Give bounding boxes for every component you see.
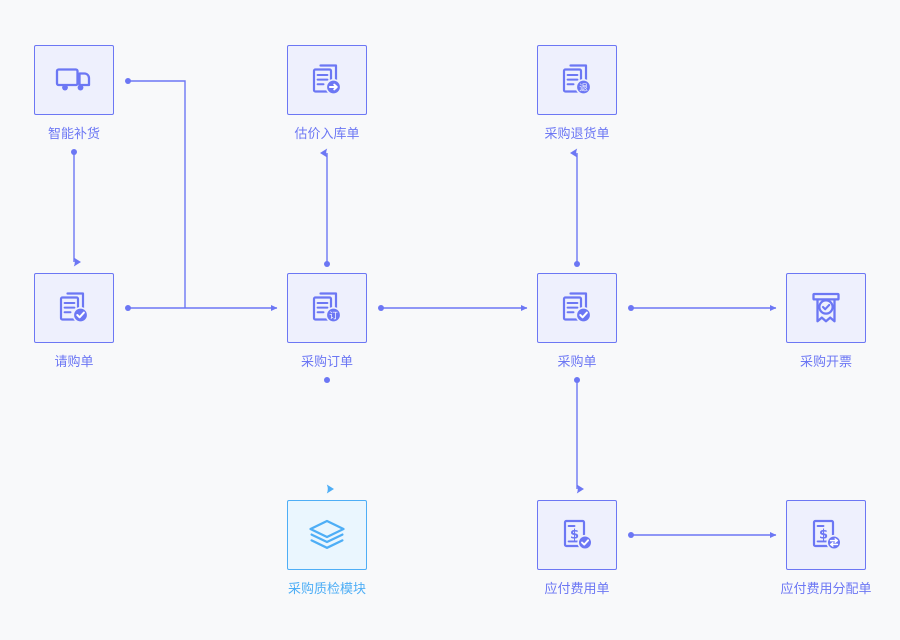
node-label: 请购单 [54, 354, 94, 369]
edge-smart-to-order [125, 78, 186, 308]
layers-icon [307, 518, 347, 552]
node-purchase-invoice[interactable]: 采购开票 [786, 273, 866, 370]
edge-order-to-receipt [378, 304, 528, 312]
node-label: 应付费用分配单 [780, 581, 872, 596]
node-box[interactable] [786, 273, 866, 343]
node-estimated-inbound[interactable]: 估价入库单 [287, 45, 367, 142]
truck-icon [55, 65, 93, 95]
svg-text:订: 订 [329, 310, 338, 321]
node-purchase-qc-module[interactable]: 采购质检模块 [287, 500, 367, 597]
node-box[interactable] [34, 45, 114, 115]
node-purchase-return[interactable]: 退 采购退货单 [537, 45, 617, 142]
edge-receipt-to-invoice [628, 304, 777, 312]
receipt-check-icon [808, 290, 844, 326]
node-box[interactable]: 退 [537, 45, 617, 115]
node-label: 智能补货 [47, 126, 100, 141]
node-label: 估价入库单 [294, 126, 360, 141]
node-label: 应付费用单 [544, 581, 610, 596]
node-label: 采购单 [557, 354, 597, 369]
node-label: 采购质检模块 [287, 581, 366, 596]
invoice-swap-icon: $ [809, 517, 843, 553]
document-check-icon [56, 290, 92, 326]
edge-payable-to-allocation [628, 531, 777, 539]
node-purchase-receipt[interactable]: 采购单 [537, 273, 617, 370]
node-purchase-order[interactable]: 订 采购订单 [287, 273, 367, 370]
document-check-icon [559, 290, 595, 326]
node-box[interactable] [287, 500, 367, 570]
node-box[interactable] [537, 273, 617, 343]
svg-text:退: 退 [579, 82, 588, 93]
edge-receipt-to-return [570, 148, 580, 267]
node-box[interactable] [34, 273, 114, 343]
node-label: 采购开票 [799, 354, 852, 369]
node-payable-allocation[interactable]: $ 应付费用分配单 [781, 500, 872, 597]
node-box[interactable]: 订 [287, 273, 367, 343]
document-arrow-icon [309, 62, 345, 98]
node-purchase-request[interactable]: 请购单 [34, 273, 114, 370]
node-box[interactable] [287, 45, 367, 115]
invoice-check-icon: $ [560, 517, 594, 553]
node-label: 采购退货单 [544, 126, 610, 141]
node-payable-expense[interactable]: $ 应付费用单 [537, 500, 617, 597]
node-smart-replenish[interactable]: 智能补货 [34, 45, 114, 142]
edge-receipt-to-payable [574, 377, 584, 494]
node-box[interactable]: $ [537, 500, 617, 570]
document-order-icon: 订 [309, 290, 345, 326]
node-label: 采购订单 [300, 354, 353, 369]
svg-text:$: $ [570, 528, 579, 543]
edge-request-to-order [125, 304, 278, 312]
edge-smart-to-request [71, 149, 81, 267]
edge-order-to-estimated [320, 148, 330, 267]
edge-order-to-qc [324, 377, 334, 494]
document-return-icon: 退 [559, 62, 595, 98]
node-box[interactable]: $ [786, 500, 866, 570]
svg-text:$: $ [819, 528, 828, 543]
